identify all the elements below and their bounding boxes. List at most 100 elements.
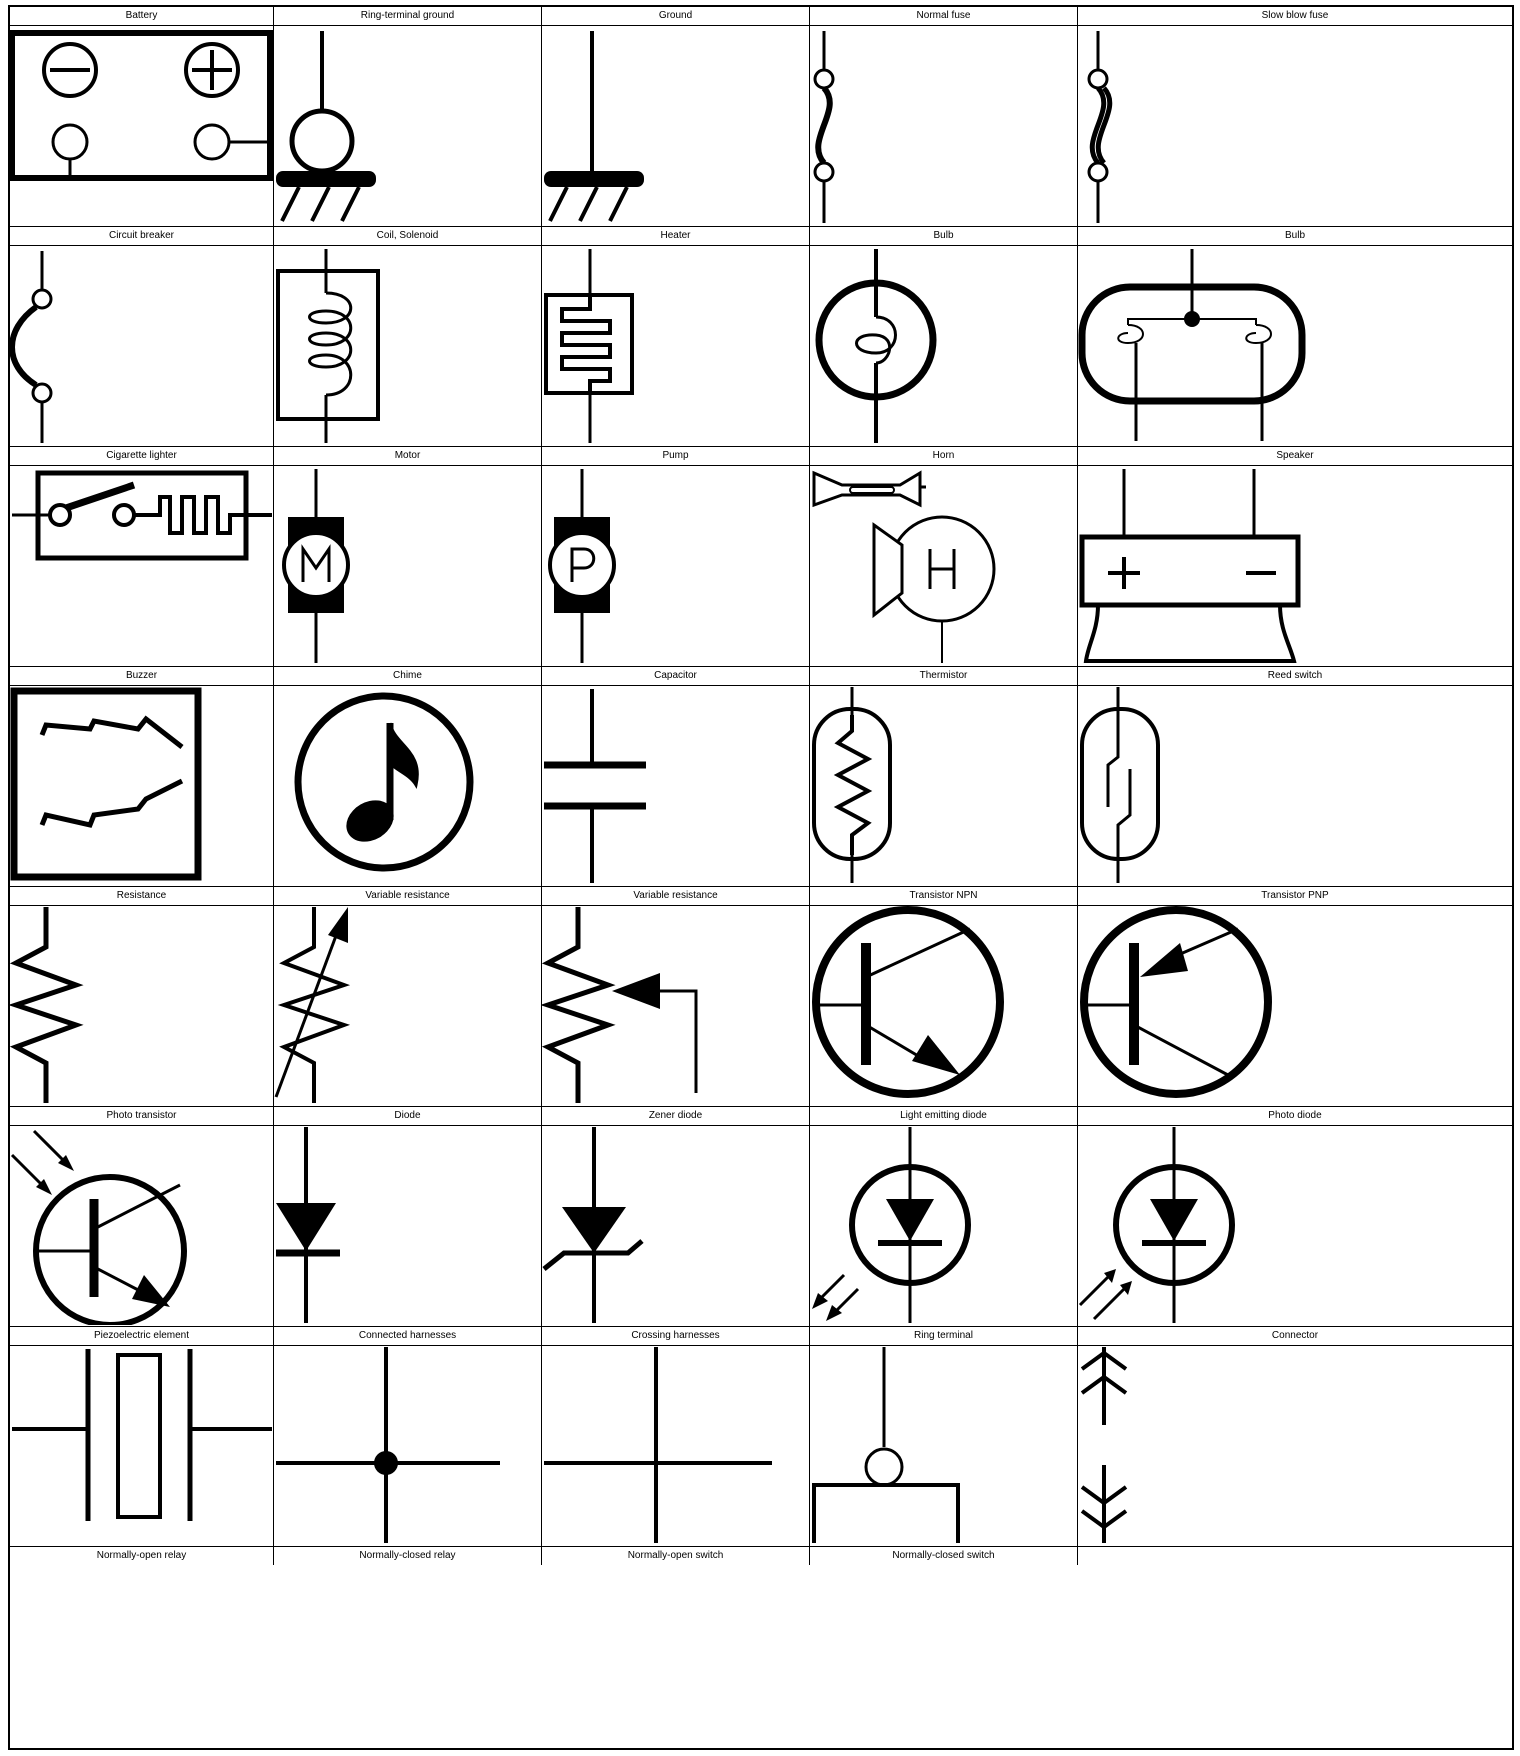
symbol-label: Speaker — [1078, 447, 1512, 466]
thermistor-symbol — [810, 685, 1077, 885]
diode-symbol — [274, 1125, 541, 1325]
symbol-label: Heater — [542, 227, 809, 246]
symbol-label: Chime — [274, 667, 541, 686]
symbol-cell: Reed switch — [1078, 667, 1512, 887]
double-filament-bulb-symbol — [1078, 245, 1511, 445]
symbol-label: Connector — [1078, 1327, 1512, 1346]
symbol-cell: Ring terminal — [810, 1327, 1078, 1547]
symbol-label: Battery — [10, 7, 273, 26]
symbol-chart: Battery Ring-terminal ground Ground Norm… — [8, 5, 1514, 1750]
symbol-cell: Connector — [1078, 1327, 1512, 1547]
symbol-label: Pump — [542, 447, 809, 466]
resistance-symbol — [10, 905, 273, 1105]
heater-symbol — [542, 245, 809, 445]
symbol-cell: Transistor PNP — [1078, 887, 1512, 1107]
symbol-cell: Resistance — [10, 887, 274, 1107]
bottom-label: Normally-closed switch — [892, 1550, 995, 1561]
symbol-label: Ground — [542, 7, 809, 26]
symbol-label: Circuit breaker — [10, 227, 273, 246]
symbol-label: Bulb — [810, 227, 1077, 246]
normal-fuse-symbol — [810, 25, 1077, 225]
ring-terminal-symbol — [810, 1345, 1077, 1545]
symbol-label: Diode — [274, 1107, 541, 1126]
crossing-harnesses-symbol — [542, 1345, 809, 1545]
symbol-cell: Transistor NPN — [810, 887, 1078, 1107]
symbol-label: Crossing harnesses — [542, 1327, 809, 1346]
symbol-cell: Crossing harnesses — [542, 1327, 810, 1547]
symbol-label: Motor — [274, 447, 541, 466]
horn-symbol — [810, 465, 1077, 665]
symbol-cell: Cigarette lighter — [10, 447, 274, 667]
symbol-label: Bulb — [1078, 227, 1512, 246]
bottom-label: Normally-open switch — [627, 1550, 724, 1561]
symbol-cell: Motor — [274, 447, 542, 667]
symbol-cell: Circuit breaker — [10, 227, 274, 447]
symbol-cell: Chime — [274, 667, 542, 887]
symbol-cell: Speaker — [1078, 447, 1512, 667]
symbol-cell: Zener diode — [542, 1107, 810, 1327]
symbol-label: Ring terminal — [810, 1327, 1077, 1346]
led-symbol — [810, 1125, 1077, 1325]
bottom-label-cell — [1078, 1547, 1512, 1565]
bottom-label-cell: Normally-closed switch — [810, 1547, 1078, 1565]
photo-transistor-symbol — [10, 1125, 273, 1325]
symbol-label: Connected harnesses — [274, 1327, 541, 1346]
symbol-label: Normal fuse — [810, 7, 1077, 26]
symbol-cell: Connected harnesses — [274, 1327, 542, 1547]
symbol-cell: Normal fuse — [810, 7, 1078, 227]
symbol-label: Thermistor — [810, 667, 1077, 686]
symbol-label: Variable resistance — [274, 887, 541, 906]
symbol-cell: Variable resistance — [274, 887, 542, 1107]
symbol-label: Cigarette lighter — [10, 447, 273, 466]
speaker-symbol — [1078, 465, 1511, 665]
connected-harnesses-symbol — [274, 1345, 541, 1545]
symbol-cell: Photo transistor — [10, 1107, 274, 1327]
symbol-label: Ring-terminal ground — [274, 7, 541, 26]
symbol-cell: Ring-terminal ground — [274, 7, 542, 227]
circuit-breaker-symbol — [10, 245, 273, 445]
symbol-cell: Capacitor — [542, 667, 810, 887]
bottom-label-cell: Normally-open switch — [542, 1547, 810, 1565]
symbol-label: Buzzer — [10, 667, 273, 686]
buzzer-symbol — [10, 685, 273, 885]
symbol-cell: Pump — [542, 447, 810, 667]
zener-diode-symbol — [542, 1125, 809, 1325]
symbol-cell: Horn — [810, 447, 1078, 667]
symbol-cell: Buzzer — [10, 667, 274, 887]
symbol-cell: Heater — [542, 227, 810, 447]
pump-symbol — [542, 465, 809, 665]
symbol-cell: Diode — [274, 1107, 542, 1327]
symbol-label: Variable resistance — [542, 887, 809, 906]
symbol-cell: Light emitting diode — [810, 1107, 1078, 1327]
variable-resistance-arrow-symbol — [274, 905, 541, 1105]
variable-resistance-wiper-symbol — [542, 905, 809, 1105]
bulb-symbol — [810, 245, 1077, 445]
connector-symbol — [1078, 1345, 1511, 1545]
symbol-cell: Photo diode — [1078, 1107, 1512, 1327]
symbol-cell: Battery — [10, 7, 274, 227]
symbol-cell: Bulb — [1078, 227, 1512, 447]
symbol-label: Resistance — [10, 887, 273, 906]
symbol-label: Horn — [810, 447, 1077, 466]
motor-symbol — [274, 465, 541, 665]
symbol-label: Piezoelectric element — [10, 1327, 273, 1346]
symbol-label: Photo diode — [1078, 1107, 1512, 1126]
symbol-label: Light emitting diode — [810, 1107, 1077, 1126]
symbol-label: Slow blow fuse — [1078, 7, 1512, 26]
symbol-label: Transistor PNP — [1078, 887, 1512, 906]
bottom-label: Normally-open relay — [96, 1550, 187, 1561]
chime-symbol — [274, 685, 541, 885]
bottom-label — [1078, 1547, 1512, 1565]
bottom-label: Normally-closed relay — [359, 1550, 456, 1561]
capacitor-symbol — [542, 685, 809, 885]
cigarette-lighter-symbol — [10, 465, 273, 665]
symbol-cell: Variable resistance — [542, 887, 810, 1107]
symbol-label: Capacitor — [542, 667, 809, 686]
reed-switch-symbol — [1078, 685, 1511, 885]
coil-solenoid-symbol — [274, 245, 541, 445]
symbol-label: Photo transistor — [10, 1107, 273, 1126]
symbol-label: Zener diode — [542, 1107, 809, 1126]
symbol-cell: Coil, Solenoid — [274, 227, 542, 447]
ground-symbol — [542, 25, 809, 225]
symbol-cell: Thermistor — [810, 667, 1078, 887]
